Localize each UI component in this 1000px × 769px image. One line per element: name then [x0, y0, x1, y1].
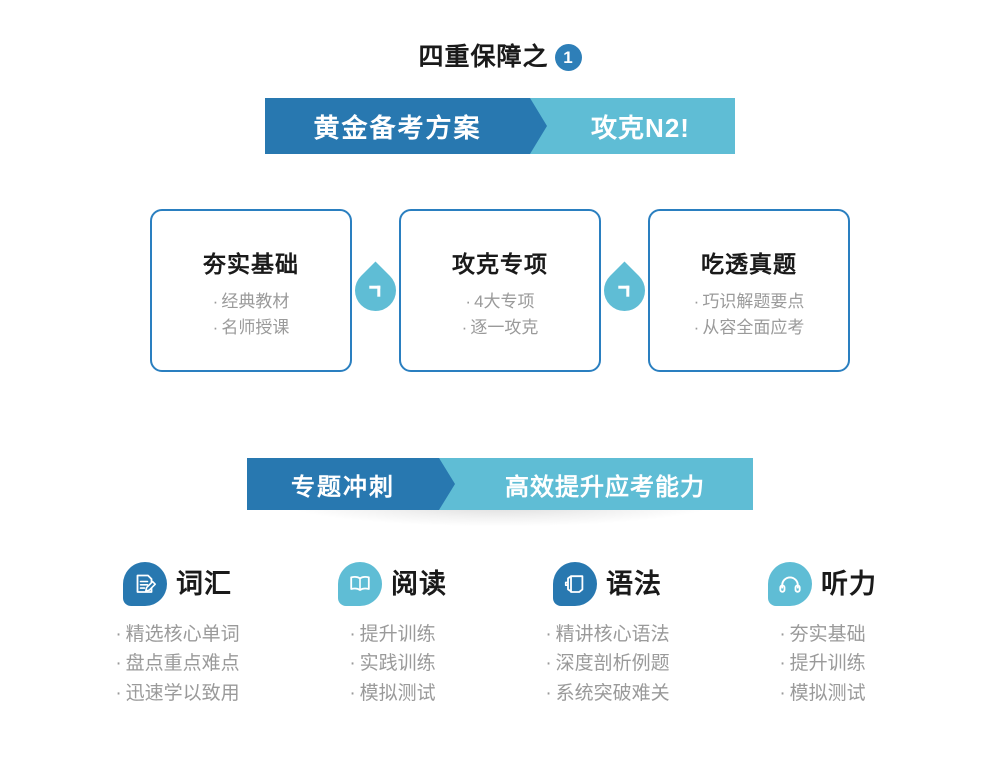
feature-reading-title: 阅读 [391, 568, 447, 599]
chevron-right-pin-icon [346, 261, 405, 320]
banner-secondary-wrap: 专题冲刺 高效提升应考能力 [228, 458, 772, 536]
feature-grammar-head: 语法 [553, 562, 662, 606]
step-card-3-list: 巧识解题要点 从容全面应考 [694, 289, 804, 341]
feature-reading-bullet-1: 提升训练 [349, 620, 436, 649]
feature-column-grammar[interactable]: 语法 精讲核心语法 深度剖析例题 系统突破难关 [500, 562, 715, 708]
step-card-2-title: 攻克专项 [452, 251, 548, 277]
feature-listening-bullet-2: 提升训练 [779, 649, 866, 678]
feature-column-reading[interactable]: 阅读 提升训练 实践训练 模拟测试 [285, 562, 500, 708]
step-card-1[interactable]: 夯实基础 经典教材 名师授课 [150, 209, 352, 372]
feature-vocabulary-bullet-2: 盘点重点难点 [115, 649, 240, 678]
feature-grammar-bullet-1: 精讲核心语法 [545, 620, 670, 649]
feature-reading-bullet-3: 模拟测试 [349, 679, 436, 708]
step-card-2[interactable]: 攻克专项 4大专项 逐一攻克 [399, 209, 601, 372]
banner-secondary: 专题冲刺 高效提升应考能力 [247, 458, 753, 510]
step-connector-2 [595, 261, 654, 320]
banner-secondary-right-label: 高效提升应考能力 [505, 473, 705, 501]
feature-listening-head: 听力 [768, 562, 877, 606]
feature-grammar-title: 语法 [606, 568, 662, 599]
feature-grammar-bullet-3: 系统突破难关 [545, 679, 670, 708]
feature-listening-list: 夯实基础 提升训练 模拟测试 [779, 620, 866, 708]
banner-secondary-left: 专题冲刺 [247, 458, 455, 510]
step-card-2-list: 4大专项 逐一攻克 [462, 289, 539, 341]
step-connector-1 [346, 261, 405, 320]
step-card-2-bullet-1: 4大专项 [462, 289, 539, 315]
step-card-1-bullet-1: 经典教材 [213, 289, 289, 315]
document-pencil-icon [123, 562, 167, 606]
feature-grammar-bullet-2: 深度剖析例题 [545, 649, 670, 678]
feature-vocabulary-bullet-3: 迅速学以致用 [115, 679, 240, 708]
feature-listening-bullet-1: 夯实基础 [779, 620, 866, 649]
open-book-icon [338, 562, 382, 606]
feature-vocabulary-title: 词汇 [176, 568, 232, 599]
banner-primary-right-label: 攻克N2! [591, 112, 690, 143]
feature-reading-list: 提升训练 实践训练 模拟测试 [349, 620, 436, 708]
feature-vocabulary-list: 精选核心单词 盘点重点难点 迅速学以致用 [115, 620, 240, 708]
chevron-right-icon [617, 285, 629, 297]
feature-listening-bullet-3: 模拟测试 [779, 679, 866, 708]
feature-vocabulary-head: 词汇 [123, 562, 232, 606]
step-card-3-bullet-2: 从容全面应考 [694, 315, 804, 341]
chevron-right-pin-icon [595, 261, 654, 320]
feature-listening-title: 听力 [821, 568, 877, 599]
step-card-1-bullet-2: 名师授课 [213, 315, 289, 341]
banner-secondary-left-label: 专题冲刺 [291, 473, 395, 501]
feature-grammar-list: 精讲核心语法 深度剖析例题 系统突破难关 [545, 620, 670, 708]
banner-primary-right: 攻克N2! [530, 98, 735, 154]
feature-grid: 词汇 精选核心单词 盘点重点难点 迅速学以致用 阅读 提升训练 [0, 562, 1000, 708]
step-card-1-title: 夯实基础 [203, 251, 299, 277]
step-card-3-title: 吃透真题 [701, 251, 797, 277]
step-card-2-bullet-2: 逐一攻克 [462, 315, 538, 341]
chevron-right-icon [368, 285, 380, 297]
headline-text: 四重保障之 [418, 43, 549, 71]
headline: 四重保障之 1 [0, 44, 1000, 71]
feature-vocabulary-bullet-1: 精选核心单词 [115, 620, 240, 649]
step-card-3-bullet-1: 巧识解题要点 [694, 289, 804, 315]
notebook-icon [553, 562, 597, 606]
feature-reading-bullet-2: 实践训练 [349, 649, 436, 678]
feature-column-listening[interactable]: 听力 夯实基础 提升训练 模拟测试 [715, 562, 930, 708]
step-flow: 夯实基础 经典教材 名师授课 攻克专项 4大专项 逐一攻克 吃透真题 [0, 208, 1000, 373]
headphones-icon [768, 562, 812, 606]
banner-primary-left: 黄金备考方案 [265, 98, 547, 154]
feature-reading-head: 阅读 [338, 562, 447, 606]
step-card-3[interactable]: 吃透真题 巧识解题要点 从容全面应考 [648, 209, 850, 372]
banner-secondary-right: 高效提升应考能力 [439, 458, 753, 510]
step-card-1-list: 经典教材 名师授课 [213, 289, 289, 341]
banner-primary-left-label: 黄金备考方案 [313, 112, 482, 143]
feature-column-vocabulary[interactable]: 词汇 精选核心单词 盘点重点难点 迅速学以致用 [70, 562, 285, 708]
headline-number-badge: 1 [554, 44, 582, 71]
banner-arrow-icon [530, 98, 547, 154]
banner-arrow-icon [439, 458, 455, 510]
banner-primary: 黄金备考方案 攻克N2! [265, 98, 735, 154]
